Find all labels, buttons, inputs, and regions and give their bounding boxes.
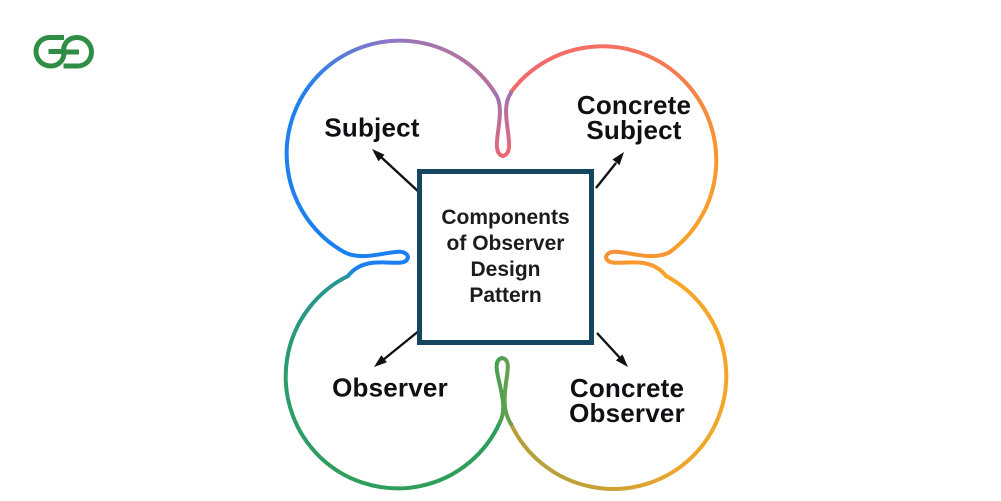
center-box-line2: of Observer [446,232,565,255]
observer-label: Observer [332,372,448,403]
observer-circle [283,274,502,491]
center-box-title: Components of Observer Design Pattern [441,205,569,309]
concrete-observer-circle [509,274,729,491]
concrete-subject-label-line1: Concrete [576,90,692,120]
center-box-line4: Pattern [469,284,542,307]
bottom-junction-loop [494,355,513,426]
arrow-to-observer [374,329,421,367]
center-box-line1: Components [441,206,570,229]
center-box-line3: Design [470,258,541,281]
subject-label: Subject [324,112,420,143]
center-box: Components of Observer Design Pattern [417,169,594,345]
concrete-subject-label: Concrete Subject [576,90,692,145]
arrow-to-concrete-subject [595,152,624,189]
subject-circle [284,38,497,254]
arrow-to-concrete-observer [596,332,628,367]
concrete-subject-label-line2: Subject [586,115,682,145]
concrete-observer-label-line1: Concrete [569,373,685,403]
concrete-observer-label: Concrete Observer [569,373,685,428]
concrete-observer-label-line2: Observer [569,398,685,428]
top-junction-loop [493,91,513,159]
right-junction-loop [603,249,672,278]
concrete-subject-circle [509,44,719,254]
left-junction-loop [342,249,411,278]
geeksforgeeks-logo-icon [33,34,95,69]
arrow-to-subject [372,149,421,194]
